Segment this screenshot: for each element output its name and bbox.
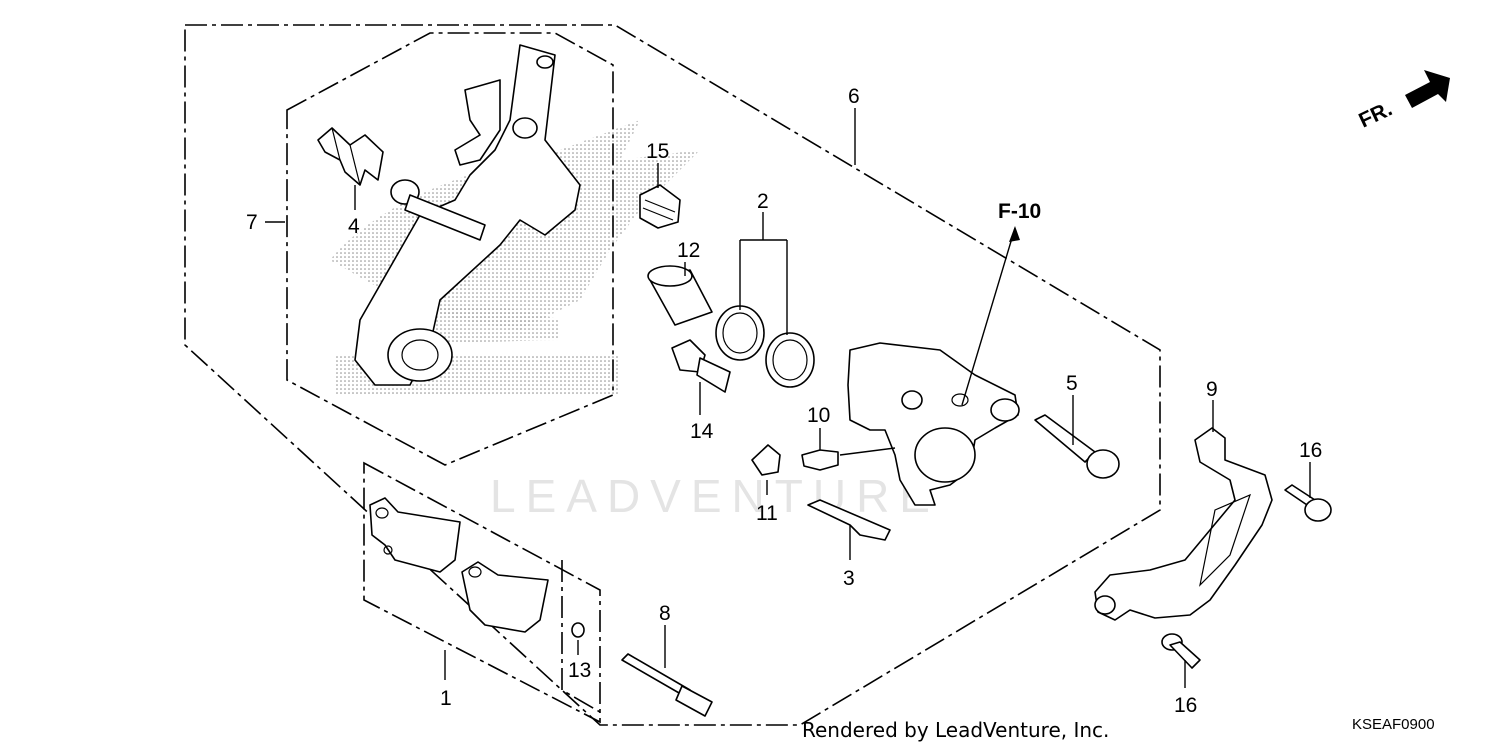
callout-4: 4	[348, 215, 360, 238]
leadventure-watermark: LEADVENTURE	[490, 470, 940, 522]
callout-16-lower: 16	[1174, 694, 1197, 717]
callout-2: 2	[757, 190, 769, 213]
bolt-part-lower	[1161, 633, 1201, 669]
callout-13: 13	[568, 659, 591, 682]
section-reference-arrowhead	[1009, 226, 1020, 242]
assembly-outline-6	[184, 24, 1161, 726]
callout-1: 1	[440, 687, 452, 710]
diagram-code: KSEAF0900	[1352, 716, 1435, 733]
clip-part	[751, 444, 781, 476]
section-reference-leader	[961, 227, 1016, 406]
bolt-part-upper	[1284, 484, 1332, 522]
render-credit: Rendered by LeadVenture, Inc.	[802, 718, 1110, 742]
front-direction-label: FR.	[1355, 97, 1395, 132]
callout-7: 7	[246, 211, 258, 234]
assembly-outline-13	[561, 560, 601, 713]
assembly-outline-7	[286, 32, 614, 466]
callout-10: 10	[807, 404, 830, 427]
slide-pin-part	[671, 339, 731, 393]
callout-8: 8	[659, 602, 671, 625]
shim-part	[571, 622, 585, 638]
caliper-bolt-part	[1034, 414, 1120, 479]
assembly-outline-1	[363, 461, 601, 724]
callout-9: 9	[1206, 378, 1218, 401]
callout-3: 3	[843, 567, 855, 590]
caliper-bracket-part	[354, 44, 581, 386]
callout-11: 11	[756, 502, 778, 525]
callout-5: 5	[1066, 372, 1078, 395]
piston-part	[647, 265, 713, 326]
bleeder-valve-part	[801, 449, 839, 471]
caliper-guard-part	[1094, 427, 1273, 621]
brake-pad-part	[369, 497, 549, 633]
callout-12: 12	[677, 239, 700, 262]
caliper-body-part	[847, 342, 1020, 506]
front-direction-arrow: FR.	[1355, 70, 1450, 133]
callout-16-upper: 16	[1299, 439, 1322, 462]
leader-lines	[265, 108, 1311, 688]
piston-seal-part	[715, 305, 815, 388]
callout-6: 6	[848, 85, 860, 108]
callout-15: 15	[646, 140, 669, 163]
section-reference-label: F-10	[998, 200, 1041, 223]
pad-spring-part	[317, 127, 384, 186]
pad-pin-part	[621, 653, 713, 717]
bleeder-cap-part	[639, 184, 681, 229]
callout-14: 14	[690, 420, 714, 443]
